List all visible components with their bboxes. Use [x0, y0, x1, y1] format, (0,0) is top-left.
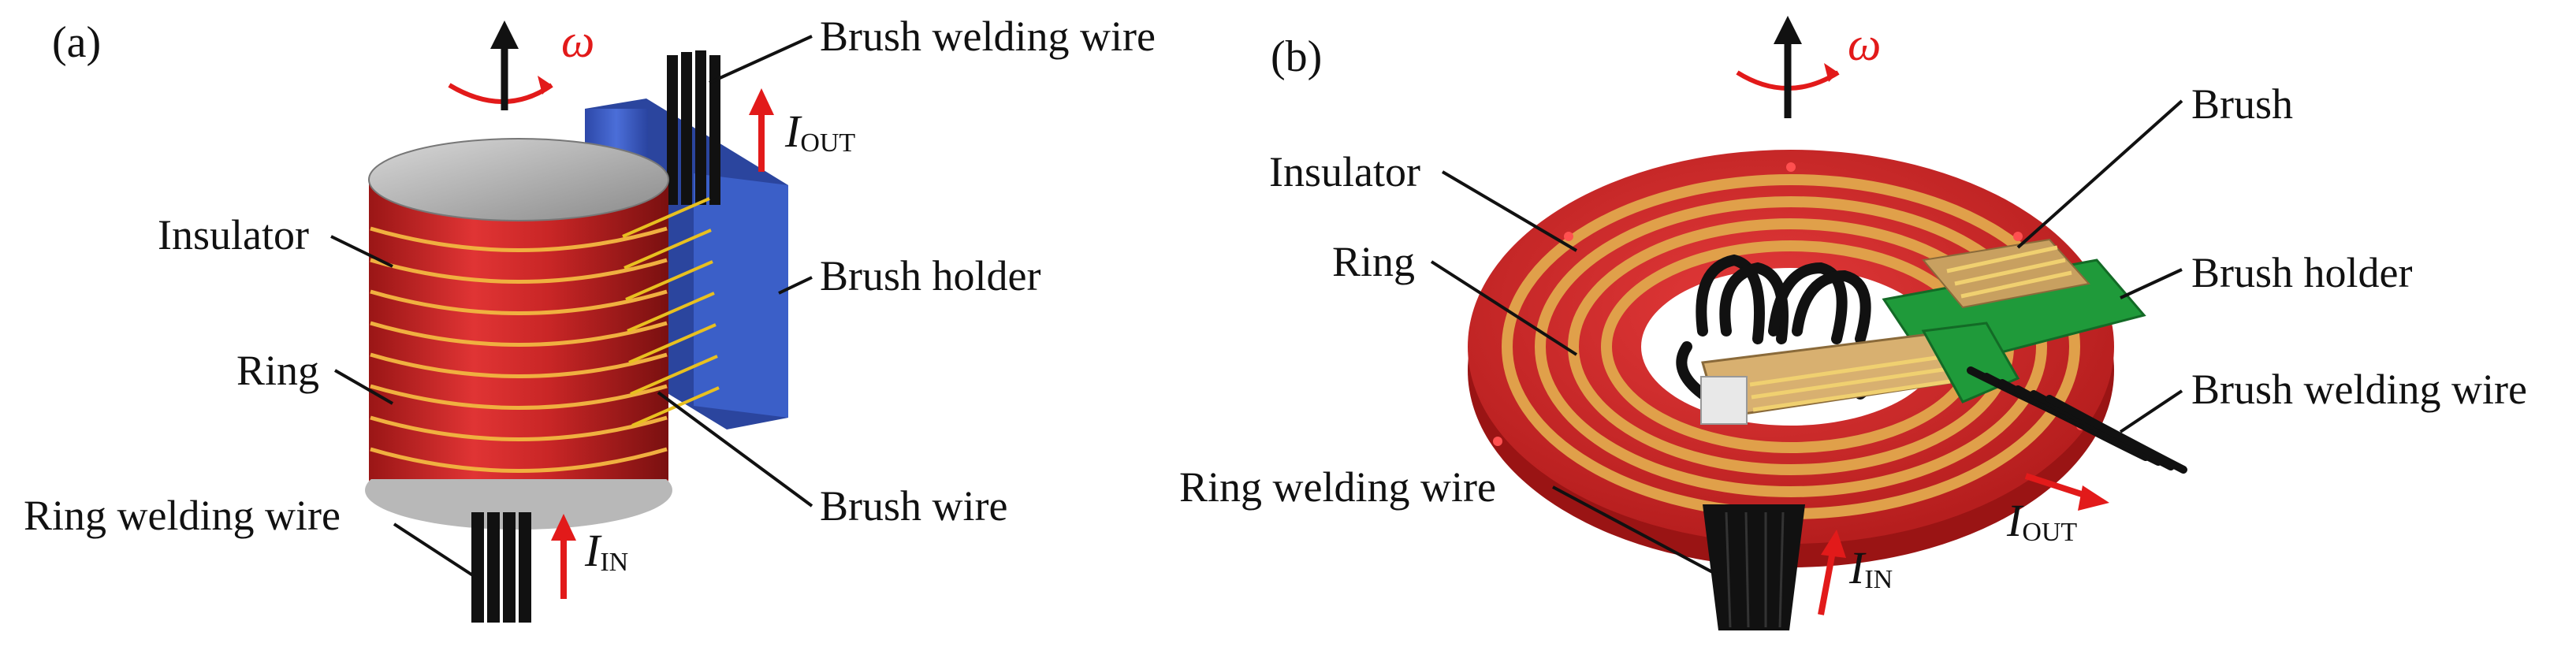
label-ring: Ring — [236, 347, 319, 394]
panel-a: (a) ω — [24, 13, 1156, 623]
ring-track — [370, 226, 668, 252]
brush-wire — [625, 260, 713, 301]
panel-a-current-out-arrow — [749, 88, 774, 172]
label-ring-welding-wire: Ring welding wire — [1179, 463, 1496, 511]
wire — [667, 55, 678, 205]
brush-contacts — [1749, 354, 1951, 412]
panel-a-omega-label: ω — [561, 15, 594, 67]
leader-line — [1430, 260, 1578, 356]
ring-track — [370, 258, 668, 284]
cylinder-body-front — [369, 180, 668, 479]
panel-b: (b) ω — [1179, 16, 2527, 630]
label-ring: Ring — [1332, 238, 1415, 285]
label-brush-welding-wire: Brush welding wire — [820, 13, 1156, 60]
panel-a-brush-wires — [622, 197, 720, 427]
leader-line — [657, 391, 813, 508]
wire-bundle — [1703, 504, 1805, 630]
label-brush-welding-wire: Brush welding wire — [2191, 366, 2527, 413]
panel-b-brush-welding-wires — [1967, 366, 2187, 474]
wire — [519, 512, 531, 623]
panel-a-current-in-label: IIN — [584, 525, 628, 577]
label-brush-holder: Brush holder — [2191, 249, 2412, 296]
panel-a-brush-welding-wires — [667, 50, 720, 205]
leader-line — [2120, 268, 2183, 299]
top-insulator-disk — [368, 138, 669, 221]
panel-a-current-in-arrow — [551, 514, 576, 599]
brush-wire — [624, 229, 712, 270]
brush-wire — [622, 197, 710, 238]
leader-line — [1441, 170, 1578, 252]
panel-b-tag: (b) — [1271, 32, 1322, 81]
leader-line — [778, 276, 813, 295]
panel-b-current-in-label: IIN — [1848, 542, 1893, 594]
brush-wire — [628, 323, 717, 364]
wire — [471, 512, 484, 623]
label-brush-holder: Brush holder — [820, 252, 1040, 299]
label-ring-welding-wire: Ring welding wire — [24, 492, 341, 539]
ring-track — [370, 321, 668, 347]
panel-a-rotation-indicator — [448, 20, 553, 110]
panel-b-current-out-arrow — [2024, 473, 2109, 511]
panel-a-slip-ring-cylinder — [365, 138, 672, 530]
rotation-arrowhead — [1824, 63, 1838, 82]
brush-contacts — [1946, 245, 2072, 299]
leader-line — [2119, 389, 2183, 433]
leader-line — [393, 522, 484, 583]
leader-line — [709, 35, 813, 84]
ring-track — [370, 447, 668, 473]
brush-pad-tip — [1700, 376, 1748, 425]
ring-tracks — [370, 226, 668, 473]
panel-b-current-in-arrow — [1818, 530, 1846, 615]
leader-line — [1552, 485, 1719, 577]
ring-track — [1535, 196, 2047, 497]
wire — [709, 55, 720, 205]
panel-a-current-out-label: IOUT — [784, 106, 855, 158]
axis-arrowhead — [1774, 16, 1802, 44]
wire — [487, 512, 500, 623]
leader-line — [334, 369, 393, 405]
leader-line — [2016, 99, 2183, 249]
panel-b-ring-welding-wires — [1703, 504, 1805, 630]
label-insulator: Insulator — [1269, 148, 1420, 195]
leader-line — [330, 235, 393, 268]
brush-wire — [627, 292, 715, 333]
panel-a-tag: (a) — [52, 18, 101, 67]
panel-b-rotation-indicator — [1736, 16, 1840, 118]
wire — [695, 50, 706, 205]
panel-b-current-out-label: IOUT — [2006, 495, 2077, 547]
ring-track — [370, 289, 668, 315]
label-brush-wire: Brush wire — [820, 482, 1007, 530]
panel-b-omega-label: ω — [1848, 18, 1881, 70]
panel-a-ring-welding-wires — [471, 512, 531, 623]
wire — [503, 512, 516, 623]
rotation-arc — [448, 83, 553, 104]
ring-track — [370, 415, 668, 441]
rotation-arrowhead — [538, 76, 552, 95]
label-brush: Brush — [2191, 80, 2293, 128]
wire — [681, 52, 692, 205]
ring-track — [370, 352, 668, 378]
axis-arrowhead — [490, 20, 519, 49]
brush-wire — [630, 355, 718, 396]
label-insulator: Insulator — [158, 211, 309, 258]
ring-track — [370, 384, 668, 410]
